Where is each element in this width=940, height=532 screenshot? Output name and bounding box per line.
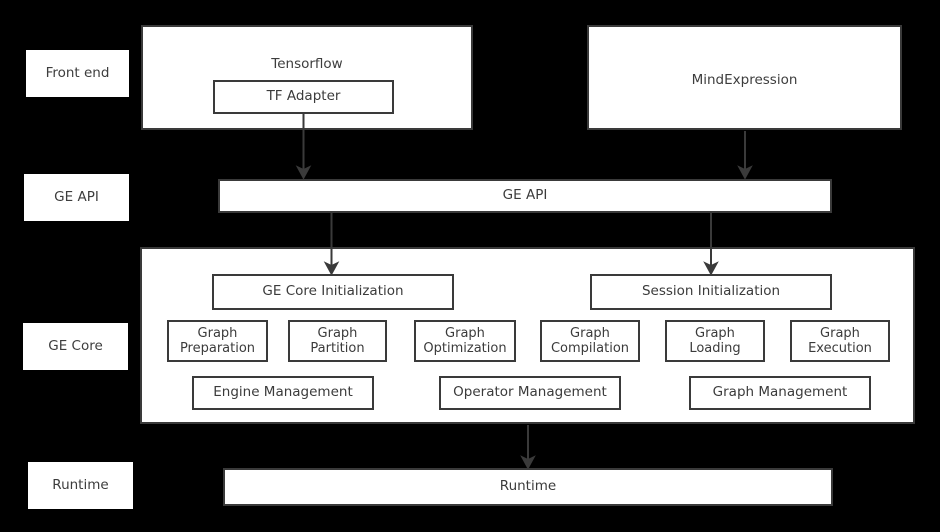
ge-core-initialization-label: GE Core Initialization	[262, 283, 404, 300]
module-box-graph-partition[interactable]: Graph Partition	[288, 320, 387, 362]
manager-box-engine-management[interactable]: Engine Management	[192, 376, 374, 410]
module-box-graph-execution[interactable]: Graph Execution	[790, 320, 890, 362]
module-box-graph-optimization[interactable]: Graph Optimization	[414, 320, 516, 362]
tier-label-runtime-text: Runtime	[52, 476, 109, 493]
module-box-graph-loading[interactable]: Graph Loading	[665, 320, 765, 362]
module-label-graph-execution: Graph Execution	[808, 325, 872, 356]
runtime-label: Runtime	[499, 478, 557, 495]
tf-adapter-label: TF Adapter	[266, 88, 341, 105]
module-label-graph-partition: Graph Partition	[310, 325, 365, 356]
session-initialization-box[interactable]: Session Initialization	[590, 274, 832, 310]
framework-title-tensorflow: Tensorflow	[271, 56, 343, 72]
manager-box-operator-management[interactable]: Operator Management	[439, 376, 621, 410]
module-label-graph-optimization: Graph Optimization	[423, 325, 507, 356]
ge-core-initialization-box[interactable]: GE Core Initialization	[212, 274, 454, 310]
framework-panel-mindexpression: MindExpression	[587, 25, 902, 130]
manager-label-engine-management: Engine Management	[213, 384, 353, 401]
framework-title-mindexpression: MindExpression	[691, 72, 798, 88]
manager-label-operator-management: Operator Management	[453, 384, 607, 401]
session-initialization-label: Session Initialization	[641, 283, 781, 300]
tier-label-ge-core-text: GE Core	[48, 337, 103, 354]
ge-api-label: GE API	[502, 187, 548, 204]
module-label-graph-preparation: Graph Preparation	[179, 325, 256, 356]
ge-api-bar[interactable]: GE API	[218, 179, 832, 213]
tier-label-front-end-text: Front end	[45, 64, 110, 81]
module-box-graph-compilation[interactable]: Graph Compilation	[540, 320, 640, 362]
runtime-bar[interactable]: Runtime	[223, 468, 833, 506]
framework-panel-tensorflow: Tensorflow	[141, 25, 473, 130]
tier-label-runtime: Runtime	[28, 462, 133, 509]
tier-label-ge-api-text: GE API	[54, 188, 99, 205]
tf-adapter-box[interactable]: TF Adapter	[213, 80, 394, 114]
tier-label-ge-api: GE API	[24, 174, 129, 221]
module-label-graph-compilation: Graph Compilation	[550, 325, 630, 356]
tier-label-ge-core: GE Core	[23, 323, 128, 370]
manager-label-graph-management: Graph Management	[712, 384, 848, 401]
module-box-graph-preparation[interactable]: Graph Preparation	[167, 320, 268, 362]
tier-label-front-end: Front end	[26, 50, 129, 97]
manager-box-graph-management[interactable]: Graph Management	[689, 376, 871, 410]
module-label-graph-loading: Graph Loading	[689, 325, 741, 356]
